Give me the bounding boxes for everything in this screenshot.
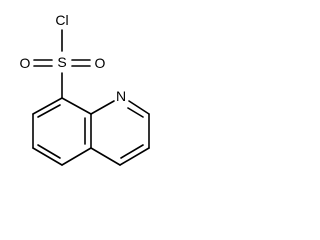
- bond-c3-c4-inner: [120, 144, 144, 159]
- bond-c8-c7-inner: [37, 104, 61, 118]
- atom-nitrogen: N: [116, 88, 126, 104]
- bond-c5-c6: [32, 147, 63, 166]
- atom-oxygen-right: O: [95, 55, 106, 71]
- atom-sulfur: S: [57, 54, 66, 70]
- bond-c8a-n1: [90, 100, 115, 115]
- bond-n1-c2: [128, 100, 150, 115]
- bond-c8-c8a: [61, 97, 92, 115]
- bond-n1-c2-inner: [127, 107, 144, 118]
- atom-chlorine: Cl: [55, 12, 68, 28]
- bond-c6-c5-inner: [37, 144, 61, 159]
- bond-c3-c4: [119, 147, 150, 166]
- quinoline-8-sulfonyl-chloride-structure: Cl S O O N: [20, 12, 150, 166]
- bond-c7-c8: [32, 97, 63, 115]
- bond-c4a-c5: [61, 147, 92, 166]
- bond-c4-c4a: [90, 147, 121, 166]
- atom-oxygen-left: O: [20, 55, 31, 71]
